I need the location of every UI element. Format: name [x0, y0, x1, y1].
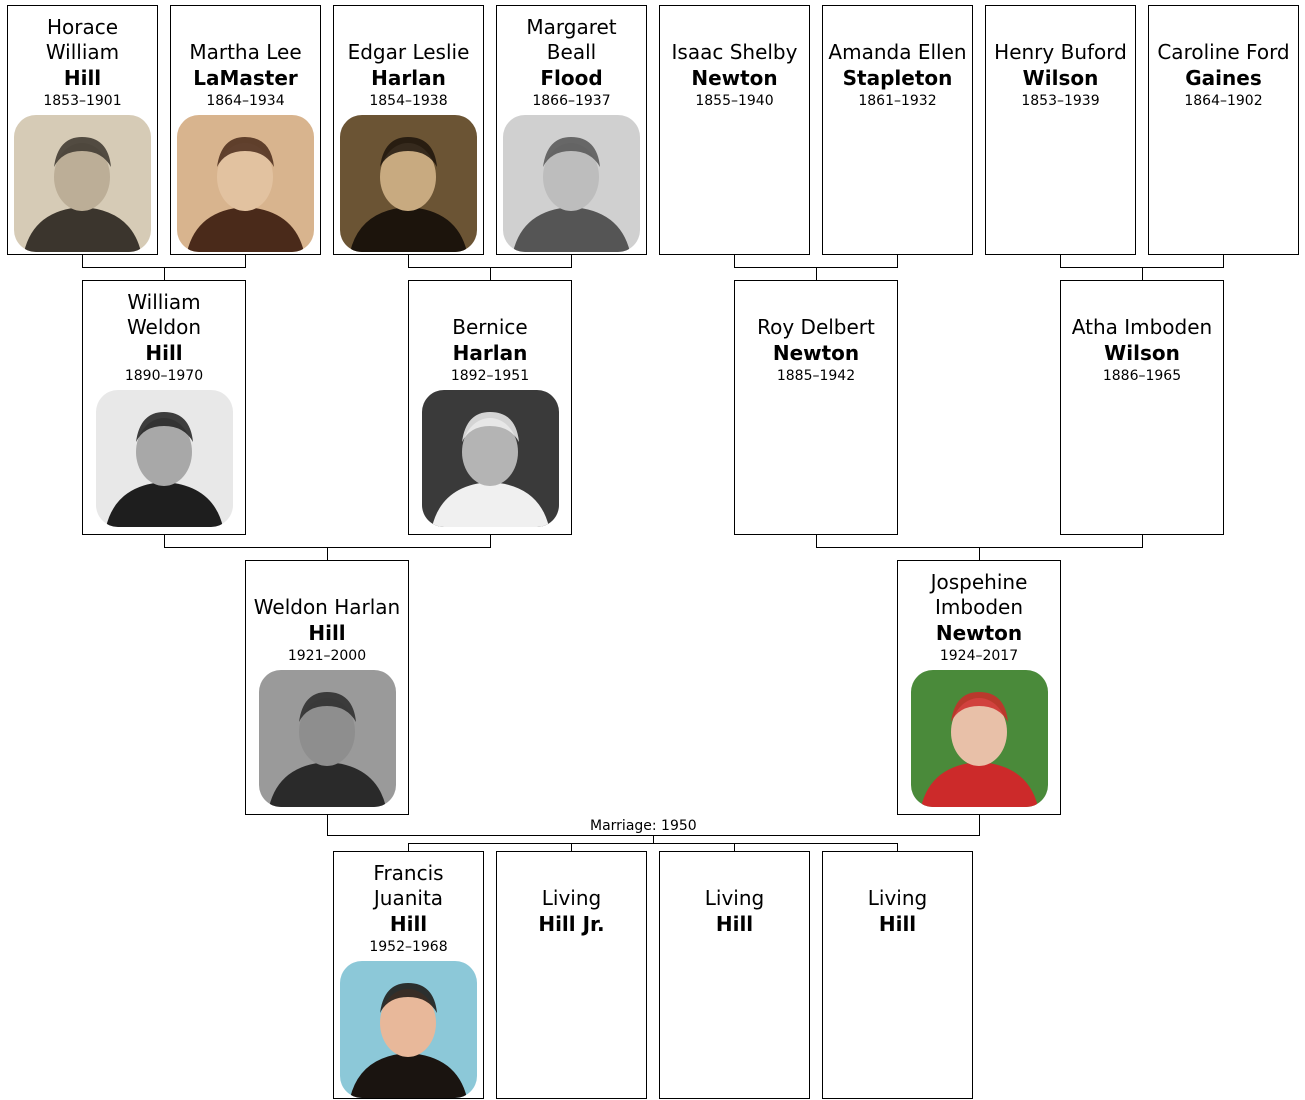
given-name: Isaac Shelby: [671, 40, 798, 64]
given-name: William Weldon: [126, 290, 202, 339]
life-years: 1853–1939: [1021, 93, 1100, 109]
life-years: 1890–1970: [124, 368, 204, 384]
given-name: Henry Buford: [994, 40, 1127, 64]
surname: Newton: [935, 621, 1023, 645]
portrait-photo: [421, 390, 559, 527]
given-name: Bernice: [452, 315, 528, 339]
surname: Stapleton: [842, 66, 953, 90]
given-name: Martha Lee: [189, 40, 302, 64]
surname: LaMaster: [193, 66, 298, 90]
life-years: 1886–1965: [1102, 368, 1182, 384]
surname: Hill: [715, 912, 754, 936]
life-years: 1854–1938: [369, 93, 448, 109]
life-years: 1861–1932: [858, 93, 937, 109]
life-years: 1921–2000: [287, 648, 367, 664]
given-name: Horace William: [45, 15, 120, 64]
marriage-label: Marriage: 1950: [587, 818, 700, 834]
life-years: 1924–2017: [939, 648, 1019, 664]
given-name: Living: [704, 886, 765, 910]
portrait-photo: [258, 670, 396, 807]
surname: Harlan: [452, 341, 528, 365]
given-name: Living: [541, 886, 602, 910]
portrait-photo: [340, 961, 477, 1098]
surname: Wilson: [1022, 66, 1099, 90]
life-years: 1864–1934: [206, 93, 285, 109]
surname: Hill Jr.: [538, 912, 605, 936]
surname: Flood: [540, 66, 603, 90]
surname: Hill: [145, 341, 183, 365]
surname: Wilson: [1104, 341, 1180, 365]
surname: Hill: [308, 621, 346, 645]
life-years: 1885–1942: [776, 368, 856, 384]
portrait-photo: [910, 670, 1048, 807]
portrait-photo: [177, 115, 314, 252]
portrait-photo: [340, 115, 477, 252]
life-years: 1892–1951: [450, 368, 530, 384]
life-years: 1853–1901: [43, 93, 122, 109]
given-name: Jospehine Imboden: [930, 570, 1028, 619]
portrait-photo: [14, 115, 151, 252]
surname: Hill: [389, 912, 428, 936]
given-name: Living: [867, 886, 928, 910]
given-name: Edgar Leslie: [347, 40, 470, 64]
surname: Harlan: [371, 66, 446, 90]
given-name: Amanda Ellen: [828, 40, 967, 64]
life-years: 1866–1937: [532, 93, 611, 109]
portrait-photo: [95, 390, 233, 527]
given-name: Atha Imboden: [1071, 315, 1213, 339]
surname: Hill: [63, 66, 102, 90]
portrait-photo: [503, 115, 640, 252]
given-name: Margaret Beall: [526, 15, 617, 64]
surname: Gaines: [1185, 66, 1262, 90]
given-name: Roy Delbert: [757, 315, 875, 339]
life-years: 1952–1968: [369, 939, 448, 955]
surname: Newton: [772, 341, 860, 365]
life-years: 1864–1902: [1184, 93, 1263, 109]
given-name: Weldon Harlan: [253, 595, 401, 619]
life-years: 1855–1940: [695, 93, 774, 109]
surname: Hill: [878, 912, 917, 936]
given-name: Francis Juanita: [373, 861, 444, 910]
given-name: Caroline Ford: [1157, 40, 1290, 64]
surname: Newton: [691, 66, 778, 90]
